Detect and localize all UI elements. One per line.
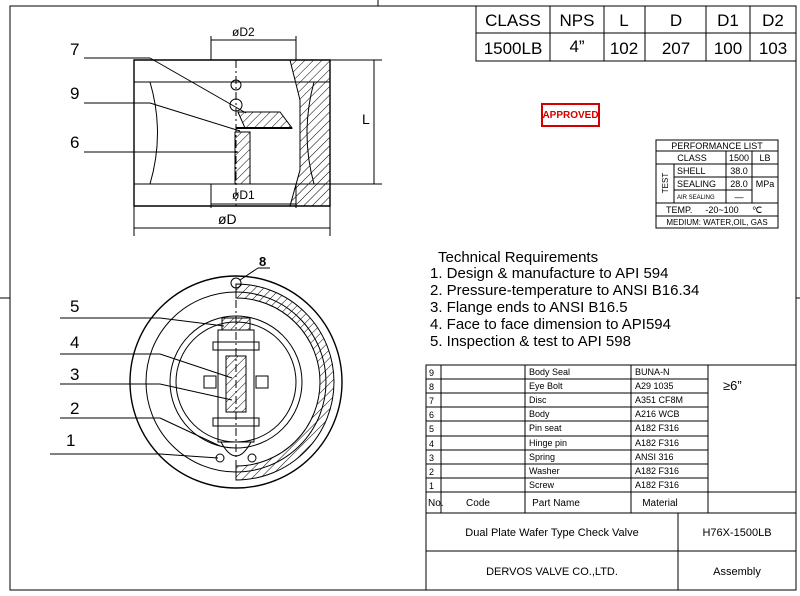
- callout-2: 2: [70, 399, 79, 418]
- performance-shell-value: 38.0: [730, 166, 748, 176]
- performance-temp-value: -20~100: [705, 205, 738, 215]
- header-col-d2: D2: [762, 11, 784, 30]
- header-col-l: L: [619, 11, 628, 30]
- part-material: A351 CF8M: [635, 395, 683, 405]
- header-val-l: 102: [610, 39, 638, 58]
- callout-5: 5: [70, 297, 79, 316]
- requirement-item: 1. Design & manufacture to API 594: [430, 265, 668, 282]
- part-no: 3: [429, 453, 434, 463]
- requirement-item: 3. Flange ends to ANSI B16.5: [430, 299, 628, 316]
- part-material: A182 F316: [635, 480, 679, 490]
- part-material: A29 1035: [635, 381, 674, 391]
- performance-medium: MEDIUM: WATER,OIL, GAS: [666, 218, 767, 227]
- performance-sealing-label: SEALING: [677, 179, 716, 189]
- header-val-nps: 4”: [569, 37, 584, 56]
- performance-air-value: —: [735, 192, 744, 202]
- approved-stamp: APPROVED: [541, 103, 600, 127]
- parts-header-name: Part Name: [532, 498, 580, 509]
- performance-class-unit: LB: [759, 153, 770, 163]
- requirement-item: 4. Face to face dimension to API594: [430, 316, 671, 333]
- header-col-class: CLASS: [485, 11, 541, 30]
- header-val-class: 1500LB: [484, 39, 543, 58]
- part-material: A182 F316: [635, 438, 679, 448]
- header-col-d: D: [670, 11, 682, 30]
- part-no: 2: [429, 467, 434, 477]
- callout-4: 4: [70, 333, 79, 352]
- dim-d1-label: øD1: [232, 188, 255, 202]
- callout-1: 1: [66, 431, 75, 450]
- part-material: A182 F316: [635, 423, 679, 433]
- performance-class-label: CLASS: [677, 153, 707, 163]
- header-val-d2: 103: [759, 39, 787, 58]
- performance-class-value: 1500: [729, 153, 749, 163]
- part-name: Disc: [529, 395, 547, 405]
- product-title: Dual Plate Wafer Type Check Valve: [465, 527, 638, 539]
- performance-temp-unit: ℃: [752, 205, 762, 215]
- parts-table: 9 Body Seal BUNA-N 8 Eye Bolt A29 1035 ≥…: [425, 364, 797, 514]
- part-material: A216 WCB: [635, 409, 680, 419]
- part-no: 5: [429, 424, 434, 434]
- parts-header-no: No.: [428, 498, 444, 509]
- part-name: Body: [529, 409, 550, 419]
- parts-header-code: Code: [466, 498, 490, 509]
- performance-title: PERFORMANCE LIST: [671, 141, 763, 151]
- part-no: 6: [429, 410, 434, 420]
- requirement-item: 2. Pressure-temperature to ANSI B16.34: [430, 282, 699, 299]
- section-view: øD2 øD1 øD L 7 9 6: [70, 25, 382, 236]
- part-name: Screw: [529, 480, 555, 490]
- company-name: DERVOS VALVE CO.,LTD.: [486, 566, 618, 578]
- title-block: Dual Plate Wafer Type Check Valve H76X-1…: [425, 512, 797, 591]
- performance-sealing-value: 28.0: [730, 179, 748, 189]
- drawing-type: Assembly: [713, 566, 761, 578]
- dim-d-label: øD: [218, 211, 237, 227]
- performance-air-label: AIR SEALING: [677, 195, 715, 201]
- header-val-d: 207: [662, 39, 690, 58]
- part-material: A182 F316: [635, 466, 679, 476]
- dim-l-label: L: [362, 111, 370, 127]
- part-name: Body Seal: [529, 367, 570, 377]
- header-table: CLASS NPS L D D1 D2 1500LB 4” 102 207 10…: [475, 5, 797, 62]
- performance-list: PERFORMANCE LIST CLASS 1500 LB TEST SHEL…: [655, 139, 779, 229]
- part-name: Hinge pin: [529, 438, 567, 448]
- callout-9: 9: [70, 84, 79, 103]
- part-note: ≥6”: [723, 378, 742, 393]
- part-no: 1: [429, 481, 434, 491]
- requirement-item: 5. Inspection & test to API 598: [430, 333, 631, 350]
- part-name: Spring: [529, 452, 555, 462]
- callout-7: 7: [70, 40, 79, 59]
- header-col-d1: D1: [717, 11, 739, 30]
- performance-test-label: TEST: [661, 173, 670, 194]
- part-material: BUNA-N: [635, 367, 670, 377]
- requirements-title: Technical Requirements: [438, 249, 598, 266]
- part-no: 7: [429, 396, 434, 406]
- performance-pressure-unit: MPa: [756, 179, 775, 189]
- part-no: 9: [429, 368, 434, 378]
- part-name: Eye Bolt: [529, 381, 563, 391]
- callout-8: 8: [259, 254, 266, 269]
- part-name: Washer: [529, 466, 560, 476]
- part-material: ANSI 316: [635, 452, 674, 462]
- model-number: H76X-1500LB: [702, 527, 771, 539]
- part-no: 8: [429, 382, 434, 392]
- performance-shell-label: SHELL: [677, 166, 706, 176]
- header-col-nps: NPS: [560, 11, 595, 30]
- parts-header-material: Material: [642, 498, 678, 509]
- performance-temp-label: TEMP.: [666, 205, 692, 215]
- part-name: Pin seat: [529, 423, 562, 433]
- dim-d2-label: øD2: [232, 25, 255, 39]
- part-no: 4: [429, 439, 434, 449]
- callout-6: 6: [70, 133, 79, 152]
- plan-view: 8 5 4 3 2 1: [50, 254, 343, 489]
- callout-3: 3: [70, 365, 79, 384]
- technical-requirements: Technical Requirements 1. Design & manuf…: [430, 249, 699, 350]
- header-val-d1: 100: [714, 39, 742, 58]
